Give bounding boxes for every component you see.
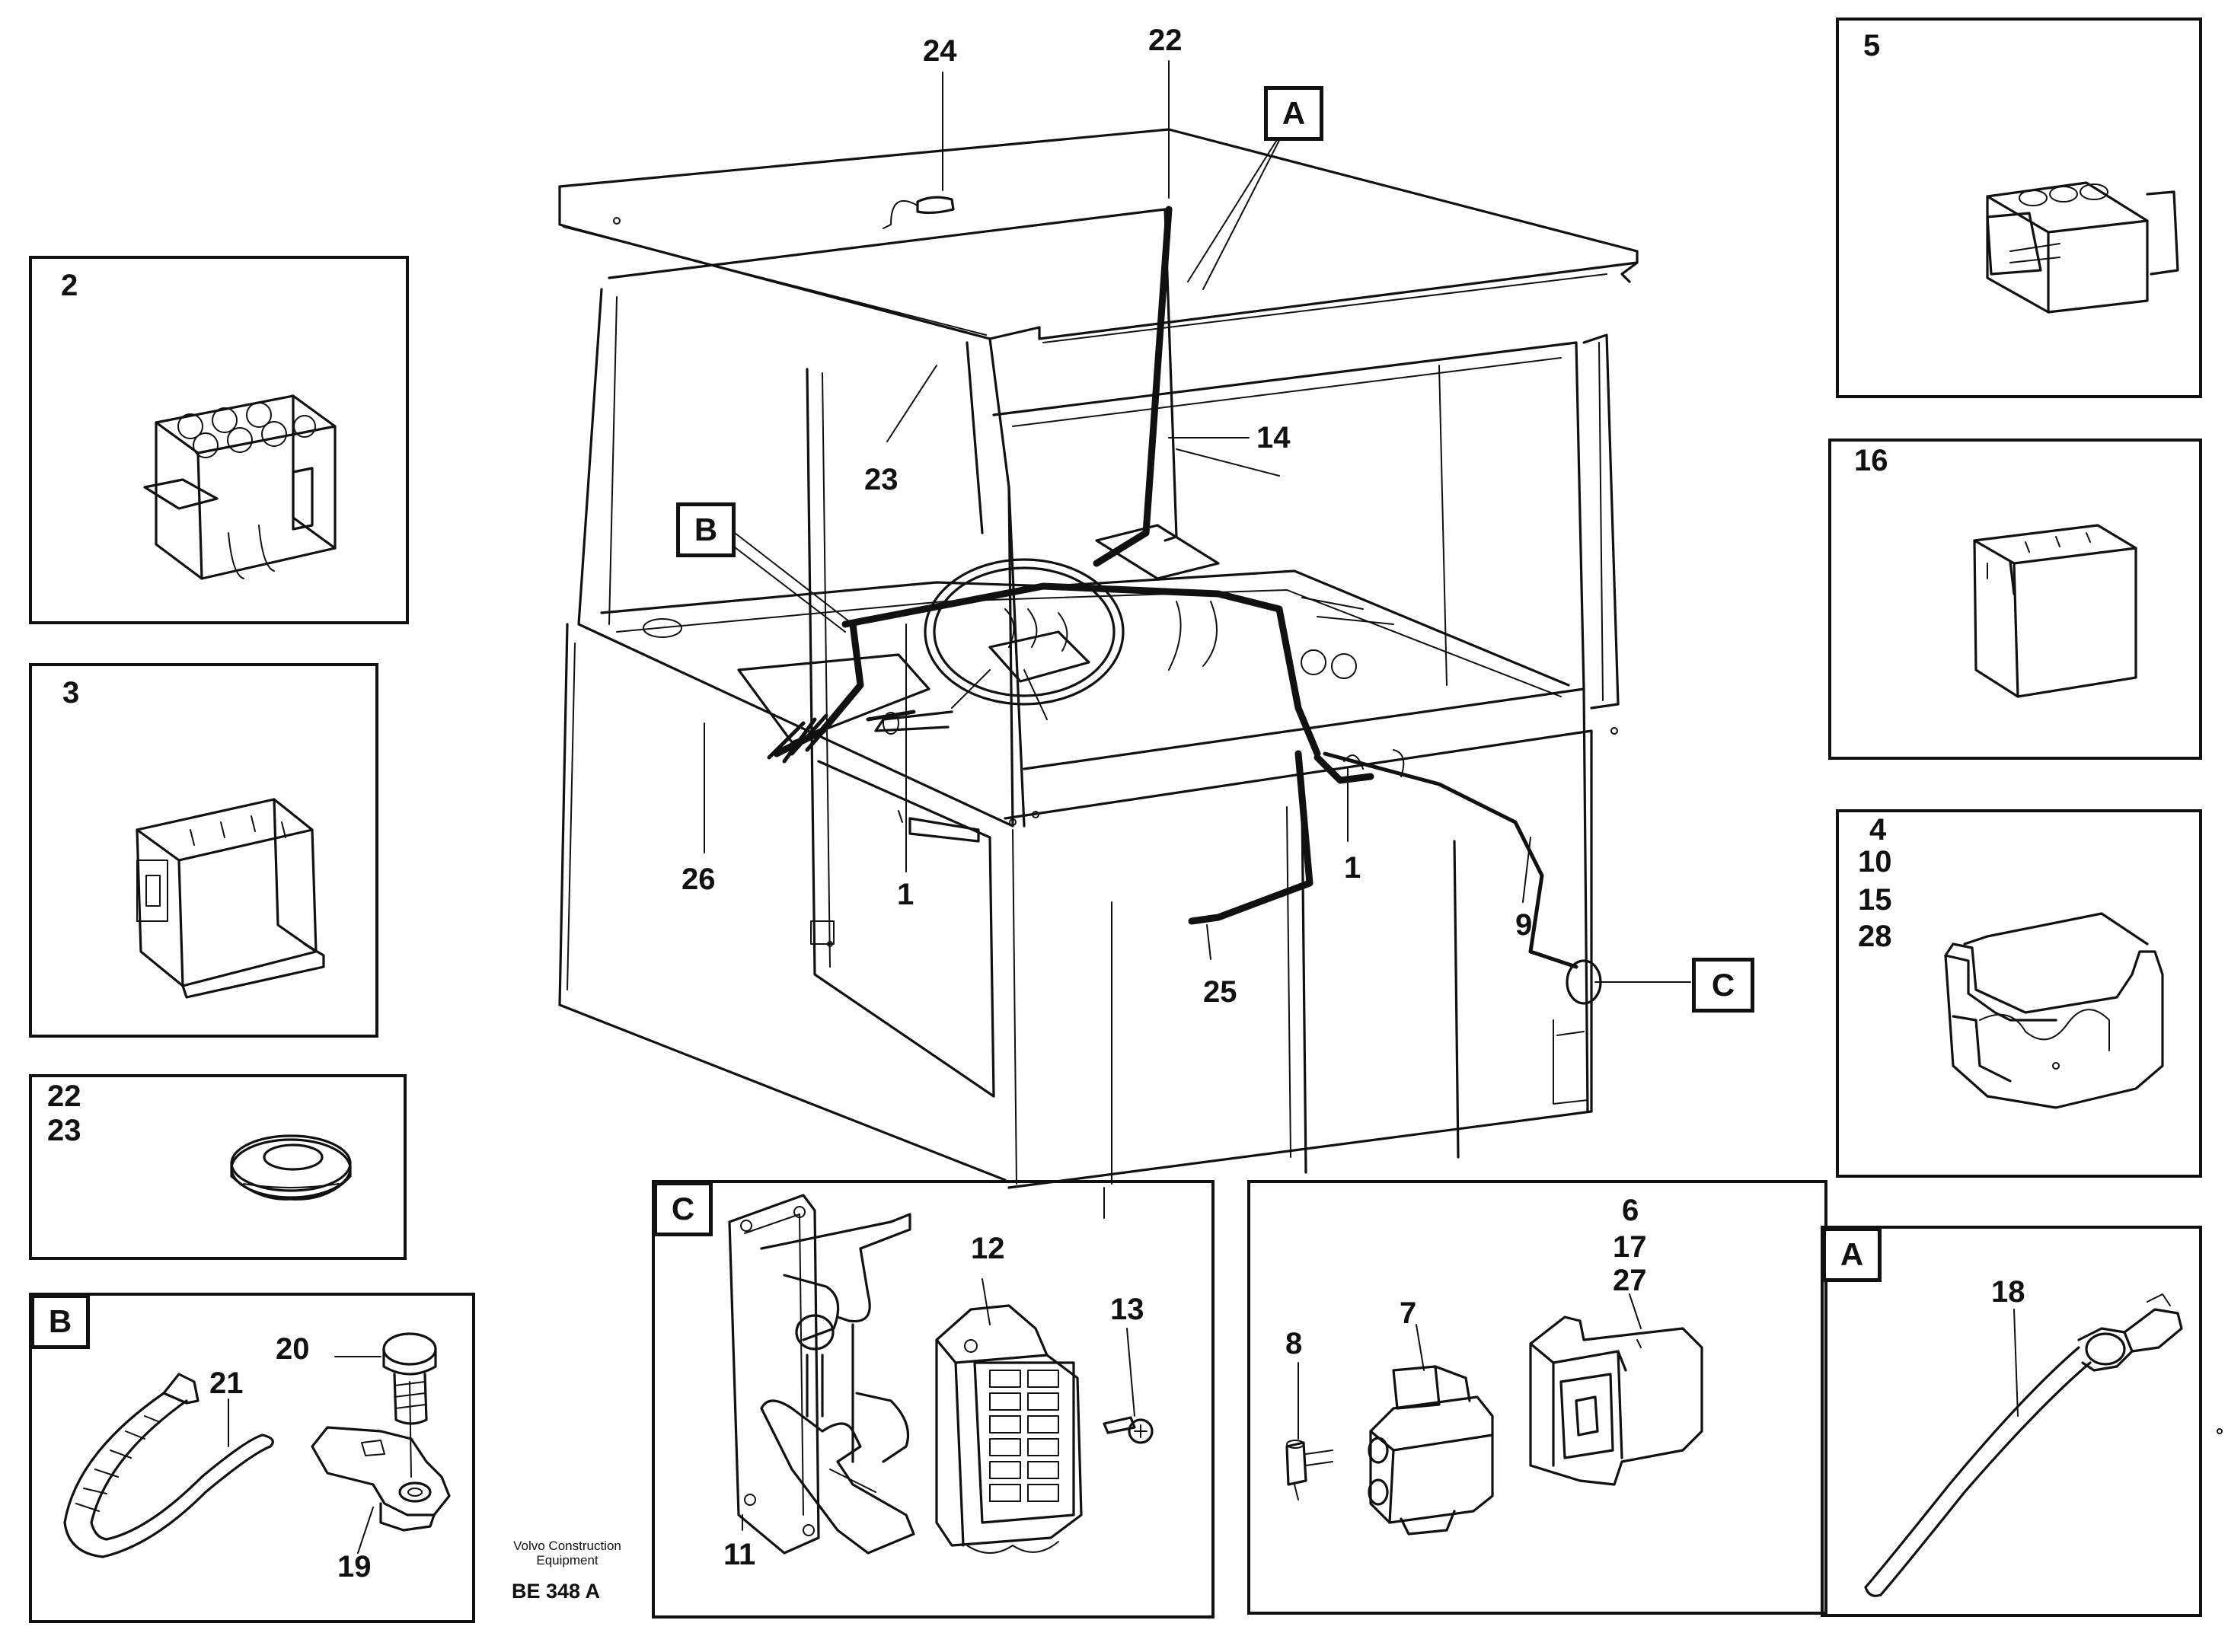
callout-14: 14: [1256, 421, 1291, 454]
inset-label-3: 3: [62, 676, 80, 710]
inset-label-10: 10: [1858, 845, 1892, 879]
callout-11: 11: [723, 1538, 756, 1571]
detail-b-drawing: [63, 1332, 451, 1558]
detail-c-drawing: [728, 1194, 1154, 1555]
callout-19: 19: [337, 1550, 372, 1583]
detail-frame-a: [1821, 1226, 2202, 1617]
callout-6: 6: [1622, 1194, 1639, 1227]
callout-25: 25: [1203, 975, 1237, 1009]
manufacturer-line-1: Volvo Construction: [513, 1539, 621, 1553]
callout-1-left: 1: [897, 878, 915, 911]
manufacturer-line-2: Equipment: [536, 1552, 598, 1567]
callout-22: 22: [1148, 24, 1183, 57]
cab-assembly: [558, 128, 1639, 1189]
inset-label-2: 2: [61, 269, 78, 302]
inset-label-4: 4: [1869, 813, 1887, 847]
tag-c-main: C: [1692, 958, 1754, 1013]
tag-a-main: A: [1264, 86, 1323, 141]
tag-a-detail: A: [1822, 1227, 1882, 1282]
inset-frame-3: [29, 663, 378, 1038]
callout-17: 17: [1613, 1230, 1647, 1264]
callout-24: 24: [923, 34, 957, 68]
manufacturer-caption: Volvo Construction Equipment: [487, 1539, 647, 1567]
connector-holder-drawing: [1944, 912, 2164, 1109]
connector-5-drawing: [1986, 181, 2179, 314]
callout-27: 27: [1613, 1264, 1647, 1297]
inset-label-5: 5: [1863, 29, 1881, 62]
inset-frame-16: [1828, 439, 2202, 760]
leader-lines: [704, 60, 1691, 1219]
tag-b-main: B: [676, 502, 736, 557]
connector-16-drawing: [1973, 524, 2137, 698]
callout-23: 23: [864, 463, 899, 496]
callout-12: 12: [971, 1232, 1005, 1265]
callout-7: 7: [1400, 1296, 1417, 1330]
detail-frame-b: [29, 1293, 475, 1623]
inset-label-16: 16: [1854, 444, 1888, 477]
detail-frame-connector: [1247, 1180, 1827, 1615]
callout-21: 21: [209, 1367, 244, 1400]
callout-18: 18: [1991, 1275, 2025, 1309]
detail-a-drawing: [1864, 1293, 2223, 1597]
callout-20: 20: [276, 1332, 310, 1366]
inset-frame-4-10-15-28: [1836, 809, 2202, 1178]
inset-label-28: 28: [1858, 920, 1892, 953]
callout-1-right: 1: [1344, 851, 1361, 885]
inset-frame-5: [1836, 18, 2202, 398]
callout-13: 13: [1110, 1293, 1144, 1326]
inset-label-15: 15: [1858, 883, 1892, 917]
callout-26: 26: [681, 863, 716, 896]
grommet-drawing: [230, 1134, 352, 1201]
callout-8: 8: [1285, 1327, 1303, 1360]
inset-label-22: 22: [47, 1080, 81, 1113]
inset-frame-22-23: [29, 1074, 407, 1260]
detail-frame-c: [652, 1180, 1215, 1619]
connector-3-drawing: [136, 798, 325, 999]
callout-9: 9: [1515, 908, 1533, 942]
tag-c-detail: C: [653, 1182, 713, 1236]
detail-connector-drawing: [1285, 1293, 1703, 1536]
inset-label-23: 23: [47, 1114, 81, 1147]
connector-2-drawing: [143, 394, 337, 580]
drawing-code: BE 348 A: [512, 1580, 601, 1603]
tag-b-detail: B: [30, 1294, 90, 1349]
inset-frame-2: [29, 256, 409, 624]
